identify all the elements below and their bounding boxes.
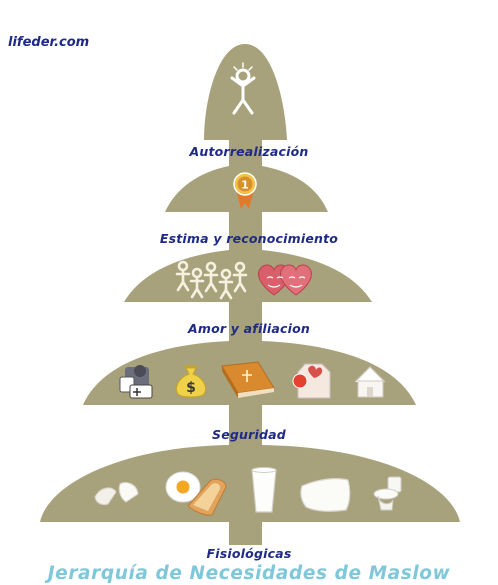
people-group-icon (175, 260, 248, 300)
level-label-fisiologicas: Fisiológicas (206, 546, 292, 561)
money-bag-icon: $ (175, 364, 207, 398)
toilet-icon (373, 476, 402, 511)
bible-icon (221, 361, 275, 398)
level-label-seguridad: Seguridad (212, 427, 286, 442)
medal-icon: 1 (233, 172, 257, 209)
fried-egg-toast-icon (165, 471, 227, 516)
tier-amor (124, 212, 372, 302)
glass-icon (251, 467, 277, 513)
level-label-amor: Amor y afiliacion (187, 321, 311, 336)
tier-autorrealizacion (204, 44, 287, 140)
diagram-title: Jerarquía de Necesidades de Maslow (47, 563, 451, 584)
tier-fisiologicas (40, 405, 460, 545)
doctor-icon (119, 365, 153, 399)
svg-text:1: 1 (241, 179, 249, 192)
site-name: lifeder.com (8, 35, 90, 50)
level-label-autorrealizacion: Autorrealización (189, 144, 309, 159)
health-icon (292, 363, 331, 399)
hearts-icon (258, 264, 312, 296)
pillow-icon (300, 478, 351, 512)
svg-text:$: $ (186, 380, 196, 396)
tier-seguridad (83, 302, 416, 405)
level-label-estima: Estima y reconocimiento (159, 231, 339, 246)
house-icon (354, 366, 386, 398)
eggshell-icon (94, 481, 139, 506)
person-icon (230, 62, 256, 115)
